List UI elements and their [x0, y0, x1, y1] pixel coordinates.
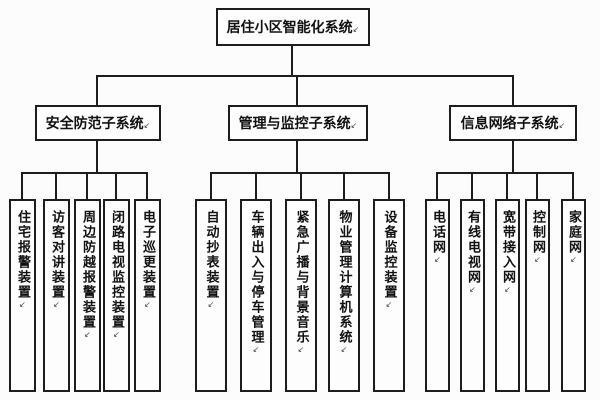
leaf-node: 物业管理计算机系统↙	[328, 199, 360, 392]
connector-line	[296, 141, 298, 173]
leaf-node: 访客对讲装置↙	[43, 199, 70, 392]
leaf-label: 设备监控装置	[381, 210, 397, 300]
leaf-node: 有线电视网↙	[460, 199, 485, 392]
leaf-label: 车辆出入与停车管理	[248, 210, 264, 345]
branch-node-security: 安全防范子系统↙	[35, 105, 161, 141]
leaf-node: 控制网↙	[525, 199, 550, 392]
connector-line	[343, 172, 345, 199]
leaf-label: 闭路电视监控装置	[109, 210, 124, 330]
connector-line	[388, 172, 390, 199]
connector-line	[146, 172, 148, 199]
leaf-label: 住宅报警装置	[15, 210, 30, 300]
return-mark: ↙	[251, 345, 261, 354]
return-mark: ↙	[558, 121, 566, 130]
leaf-node: 宽带接入网↙	[495, 199, 520, 392]
return-mark: ↙	[433, 255, 442, 264]
connector-line	[115, 172, 117, 199]
connector-line	[96, 75, 98, 105]
return-mark: ↙	[52, 300, 61, 309]
leaf-node: 住宅报警装置↙	[9, 199, 36, 392]
connector-line	[291, 46, 293, 76]
return-mark: ↙	[112, 330, 121, 339]
return-mark: ↙	[83, 330, 92, 339]
branch-label: 管理与监控子系统	[238, 116, 351, 132]
leaf-label: 物业管理计算机系统	[336, 210, 352, 345]
return-mark: ↙	[569, 255, 578, 264]
return-mark: ↙	[350, 121, 358, 130]
connector-line	[296, 75, 298, 105]
connector-line	[210, 172, 212, 199]
return-mark: ↙	[533, 255, 542, 264]
leaf-label: 周边防越报警装置	[80, 210, 95, 330]
connector-line	[55, 172, 57, 199]
branch-node-management: 管理与监控子系统↙	[228, 105, 368, 141]
branch-label: 安全防范子系统	[45, 116, 144, 132]
leaf-label: 紧急广播与背景音乐	[293, 210, 309, 345]
connector-line	[471, 172, 473, 199]
root-label: 居住小区智能化系统	[226, 20, 353, 36]
return-mark: ↙	[206, 300, 216, 309]
leaf-node: 电子巡更装置↙	[134, 199, 161, 392]
branch-label: 信息网络子系统	[460, 116, 559, 132]
leaf-node: 闭路电视监控装置↙	[103, 199, 130, 392]
return-mark: ↙	[18, 300, 27, 309]
leaf-label: 电子巡更装置	[140, 210, 155, 300]
connector-line	[536, 172, 538, 199]
connector-line	[255, 172, 257, 199]
connector-line	[436, 172, 438, 199]
leaf-node: 电话网↙	[425, 199, 450, 392]
leaf-label: 控制网	[530, 210, 545, 255]
return-mark: ↙	[503, 285, 512, 294]
connector-line	[300, 172, 302, 199]
leaf-label: 访客对讲装置	[49, 210, 64, 300]
leaf-node: 周边防越报警装置↙	[74, 199, 101, 392]
return-mark: ↙	[296, 345, 306, 354]
leaf-label: 宽带接入网	[500, 210, 515, 285]
connector-line	[506, 172, 508, 199]
connector-line	[21, 172, 23, 199]
connector-line	[21, 172, 148, 174]
leaf-node: 家庭网↙	[561, 199, 586, 392]
return-mark: ↙	[468, 285, 477, 294]
connector-line	[96, 141, 98, 173]
leaf-label: 有线电视网	[465, 210, 480, 285]
root-node: 居住小区智能化系统↙	[216, 8, 370, 46]
return-mark: ↙	[143, 300, 152, 309]
leaf-node: 设备监控装置↙	[373, 199, 405, 392]
leaf-node: 紧急广播与背景音乐↙	[285, 199, 317, 392]
leaf-label: 家庭网	[566, 210, 581, 255]
connector-line	[512, 141, 514, 173]
return-mark: ↙	[352, 25, 360, 34]
connector-line	[512, 75, 514, 105]
branch-node-network: 信息网络子系统↙	[449, 105, 577, 141]
return-mark: ↙	[384, 300, 394, 309]
return-mark: ↙	[339, 345, 349, 354]
leaf-label: 电话网	[430, 210, 445, 255]
leaf-label: 自动抄表装置	[203, 210, 219, 300]
connector-line	[86, 172, 88, 199]
leaf-node: 自动抄表装置↙	[195, 199, 227, 392]
return-mark: ↙	[143, 121, 151, 130]
connector-line	[96, 75, 514, 77]
leaf-node: 车辆出入与停车管理↙	[240, 199, 272, 392]
connector-line	[436, 172, 574, 174]
connector-line	[572, 172, 574, 199]
